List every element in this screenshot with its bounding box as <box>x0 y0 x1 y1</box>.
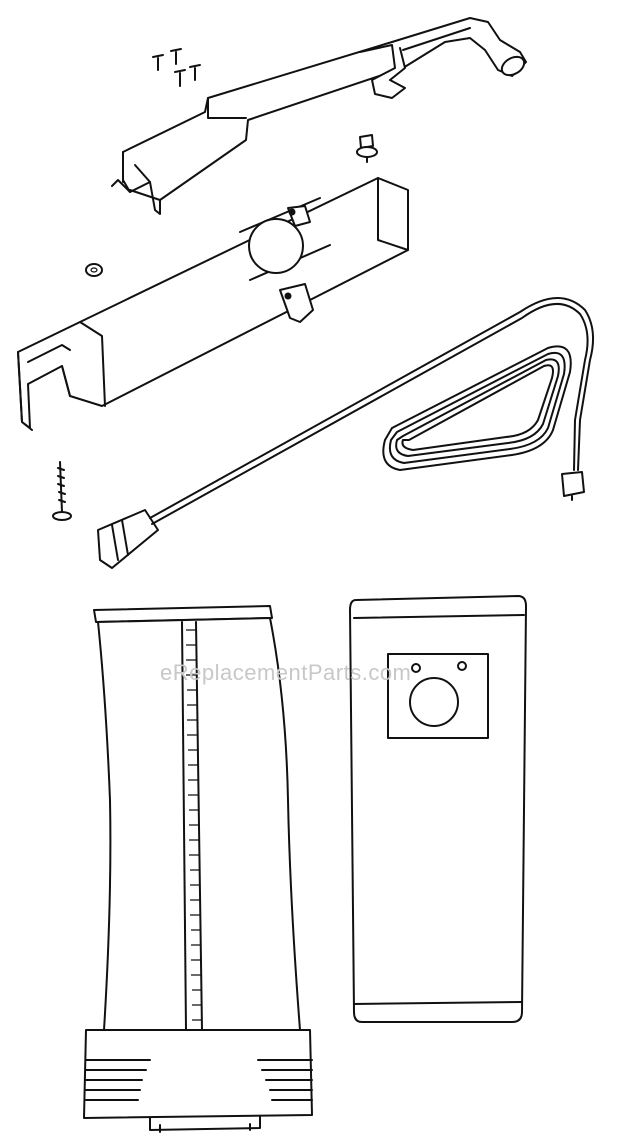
bag-icon <box>83 605 313 1133</box>
bolt-icon <box>356 134 378 163</box>
watermark: eReplacementParts.com <box>160 660 412 685</box>
screw-icon <box>152 54 164 71</box>
handle-body <box>17 177 409 431</box>
nut <box>85 263 103 277</box>
outer-bag <box>83 605 313 1133</box>
paper-bag-icon <box>349 595 527 1023</box>
handle-tube <box>111 17 527 215</box>
nut-icon <box>85 263 103 277</box>
screw-icon <box>174 69 186 87</box>
screws-set <box>152 48 201 87</box>
screw-icon <box>170 48 182 65</box>
long-screw <box>52 461 72 521</box>
bolt <box>356 134 378 163</box>
paper-bag <box>349 595 527 1023</box>
screw-icon <box>189 64 201 81</box>
cord-icon <box>97 297 595 569</box>
power-cord <box>97 297 595 569</box>
screw-icon <box>52 461 72 521</box>
